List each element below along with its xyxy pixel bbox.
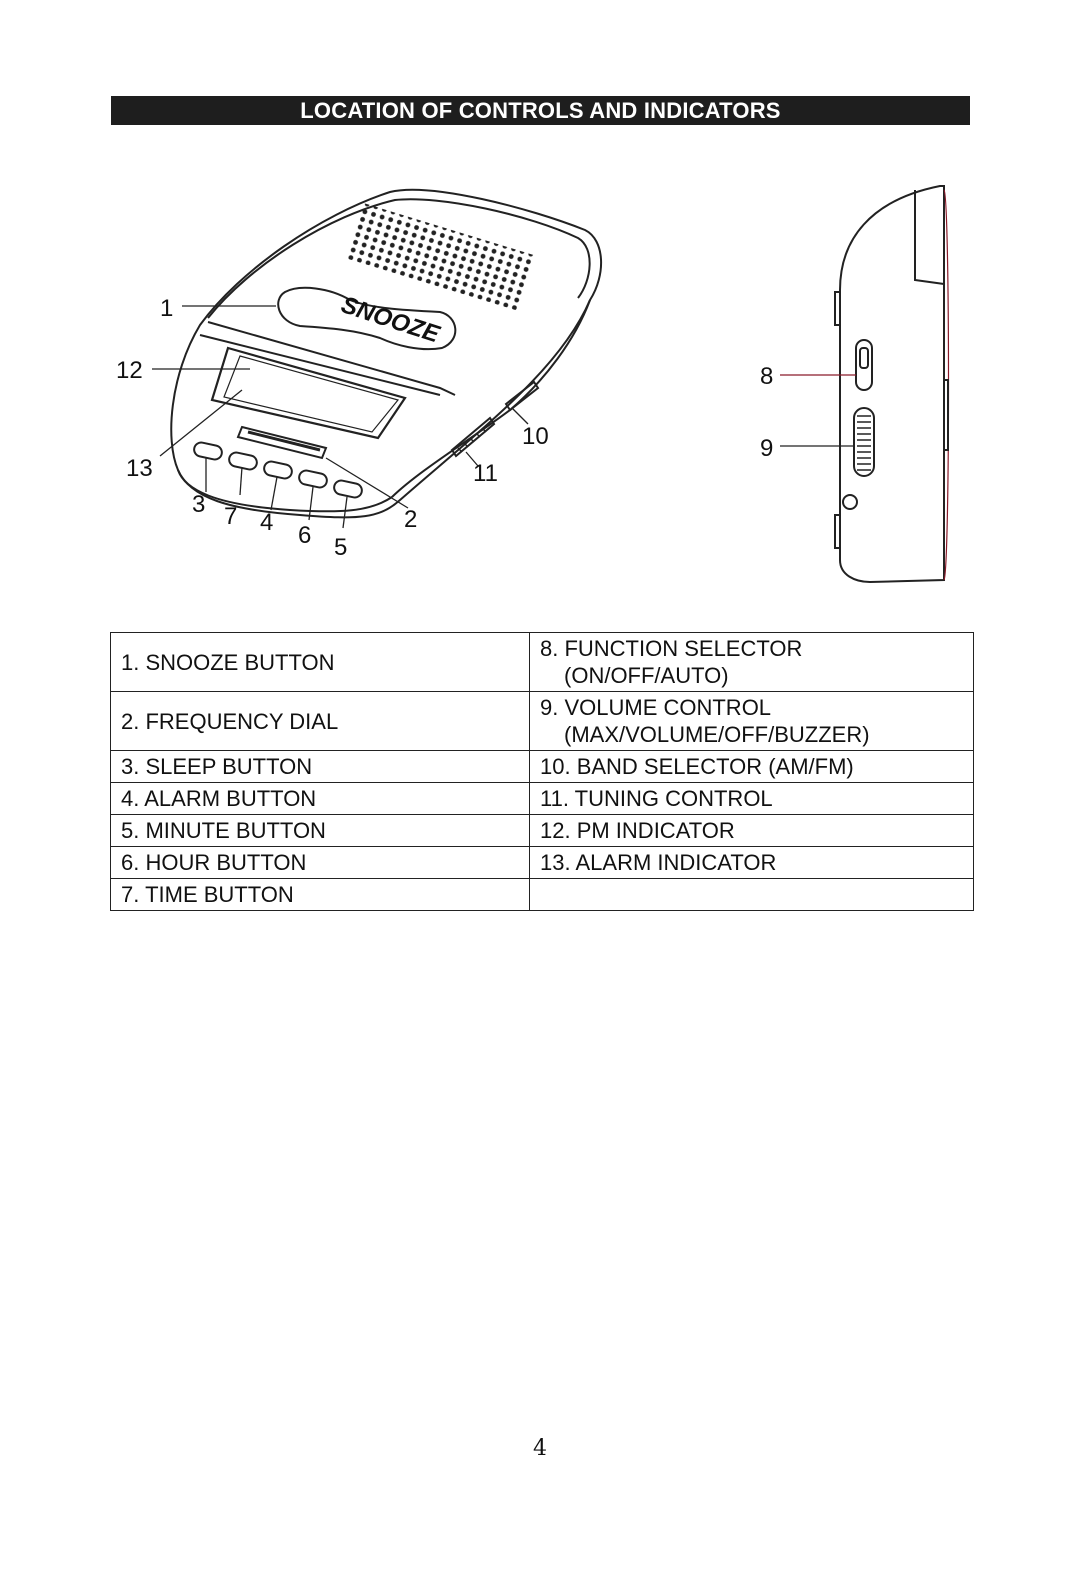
legend-item-6: 6. HOUR BUTTON <box>110 846 530 879</box>
callout-5: 5 <box>334 534 347 561</box>
alarm-button <box>263 460 293 480</box>
callout-11: 11 <box>473 460 498 487</box>
legend-item-8: 8. FUNCTION SELECTOR (ON/OFF/AUTO) <box>529 632 974 692</box>
table-row: 4. ALARM BUTTON 11. TUNING CONTROL <box>110 782 974 815</box>
callout-3: 3 <box>192 491 205 518</box>
side-view <box>834 185 950 584</box>
display-window <box>210 346 407 440</box>
legend-item-10: 10. BAND SELECTOR (AM/FM) <box>529 750 974 783</box>
legend-empty-cell <box>529 878 974 911</box>
side-body <box>839 185 945 584</box>
tuning-control <box>450 416 496 458</box>
callout-4: 4 <box>260 509 273 536</box>
callout-13: 13 <box>126 455 153 482</box>
section-title: LOCATION OF CONTROLS AND INDICATORS <box>111 96 970 125</box>
table-row: 7. TIME BUTTON <box>110 878 974 911</box>
callout-2: 2 <box>404 506 417 533</box>
table-row: 5. MINUTE BUTTON 12. PM INDICATOR <box>110 814 974 847</box>
frequency-dial-slot <box>236 425 328 460</box>
legend-item-13: 13. ALARM INDICATOR <box>529 846 974 879</box>
table-row: 3. SLEEP BUTTON 10. BAND SELECTOR (AM/FM… <box>110 750 974 783</box>
page-number: 4 <box>533 1436 547 1461</box>
sleep-button <box>193 441 223 461</box>
minute-button <box>333 479 363 499</box>
clock-radio-diagram: SNOOZE 1 12 13 3 7 4 6 5 2 11 10 <box>116 185 950 584</box>
legend-item-11: 11. TUNING CONTROL <box>529 782 974 815</box>
speaker-grill <box>347 203 535 311</box>
callout-9: 9 <box>760 435 773 462</box>
legend-item-5: 5. MINUTE BUTTON <box>110 814 530 847</box>
hour-button <box>298 469 328 489</box>
table-row: 2. FREQUENCY DIAL 9. VOLUME CONTROL (MAX… <box>110 691 974 751</box>
callout-12: 12 <box>116 357 143 384</box>
volume-control <box>853 407 875 477</box>
legend-item-9: 9. VOLUME CONTROL (MAX/VOLUME/OFF/BUZZER… <box>529 691 974 751</box>
legend-item-2: 2. FREQUENCY DIAL <box>110 691 530 751</box>
time-button <box>228 451 258 471</box>
callout-8: 8 <box>760 363 773 390</box>
table-row: 6. HOUR BUTTON 13. ALARM INDICATOR <box>110 846 974 879</box>
controls-legend-table: 1. SNOOZE BUTTON 8. FUNCTION SELECTOR (O… <box>110 632 974 911</box>
callout-6: 6 <box>298 522 311 549</box>
callout-7: 7 <box>224 503 237 530</box>
function-selector <box>855 339 873 391</box>
band-selector <box>504 380 540 412</box>
legend-item-12: 12. PM INDICATOR <box>529 814 974 847</box>
snooze-bar <box>277 286 457 351</box>
legend-item-4: 4. ALARM BUTTON <box>110 782 530 815</box>
callout-10: 10 <box>522 423 549 450</box>
legend-item-7: 7. TIME BUTTON <box>110 878 530 911</box>
table-row: 1. SNOOZE BUTTON 8. FUNCTION SELECTOR (O… <box>110 632 974 692</box>
legend-item-1: 1. SNOOZE BUTTON <box>110 632 530 692</box>
callout-1: 1 <box>160 295 173 322</box>
dc-jack <box>842 494 858 510</box>
legend-item-3: 3. SLEEP BUTTON <box>110 750 530 783</box>
